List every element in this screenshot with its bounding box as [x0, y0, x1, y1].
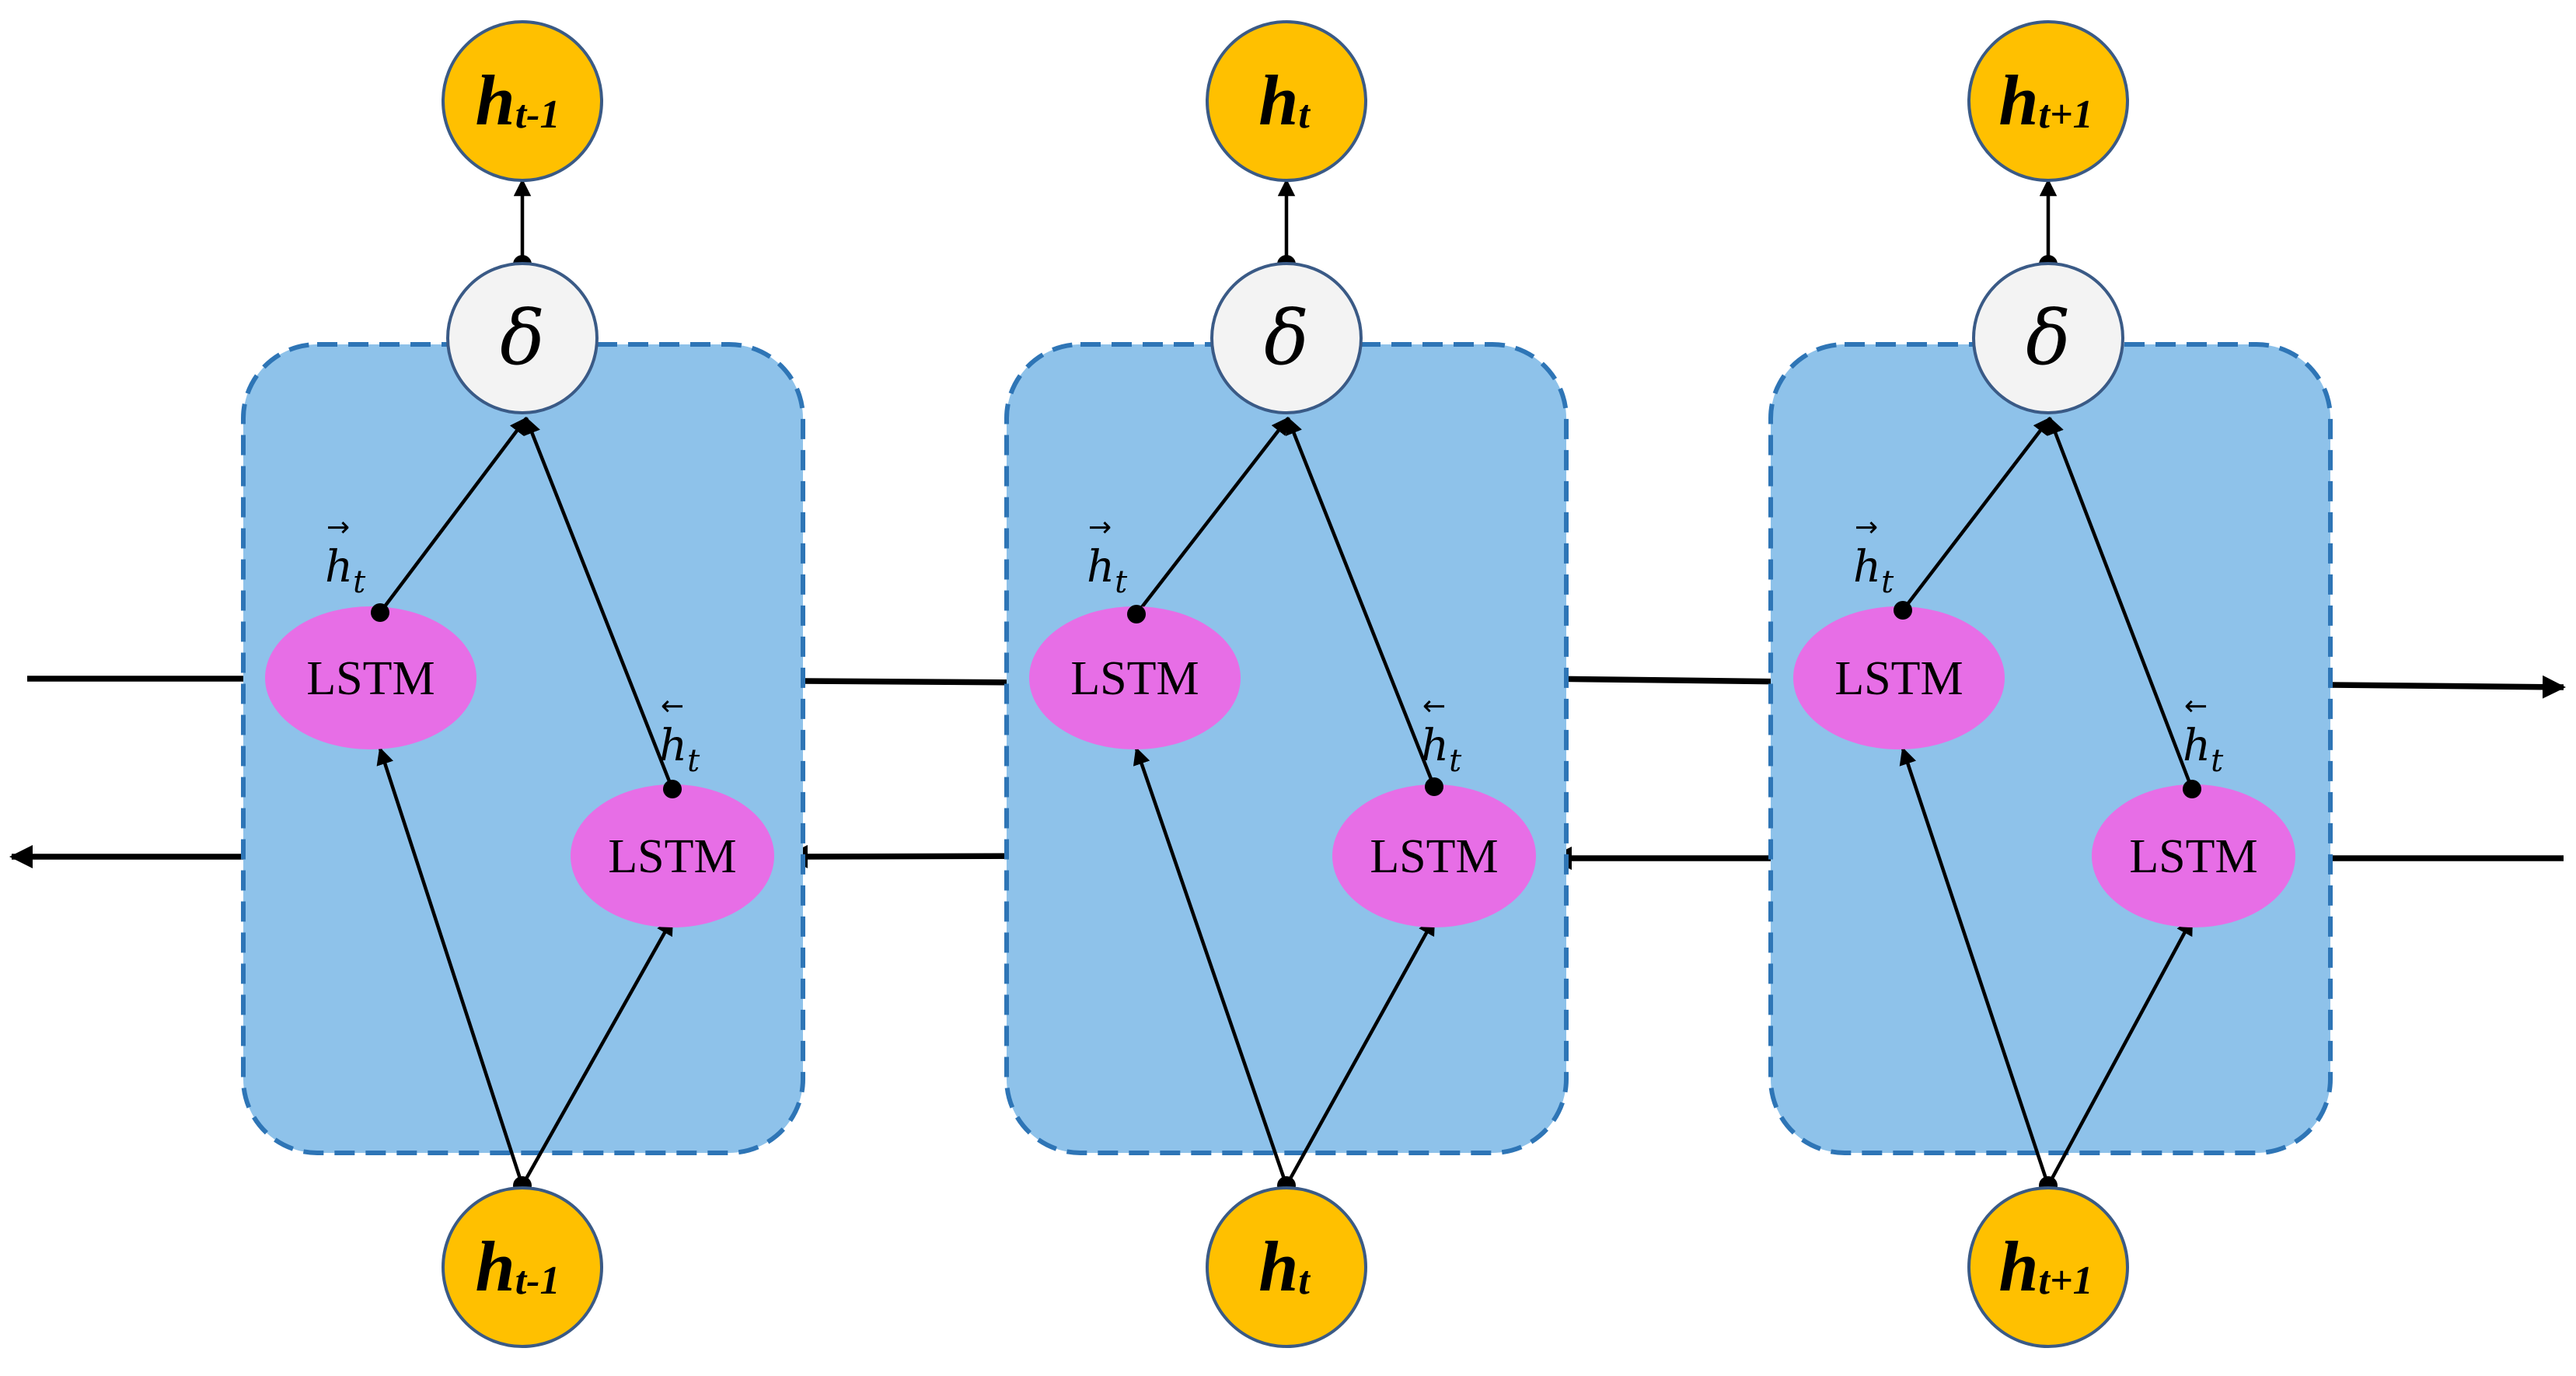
cell-box — [1768, 342, 2333, 1155]
forward-lstm-label: LSTM — [306, 652, 435, 705]
forward-lstm-label: LSTM — [1070, 652, 1199, 705]
bilstm-cell-2: LSTM LSTM → ht ← ht δ ht ht — [1004, 20, 1569, 1348]
output-node — [1967, 20, 2129, 182]
output-node-label: ht+1 — [1998, 61, 2093, 140]
forward-state-dot — [1894, 601, 1912, 620]
output-node-main: h — [1998, 61, 2038, 140]
input-to-forward-lstm-arrow — [376, 746, 525, 1186]
input-node-sub: t — [1298, 1259, 1311, 1303]
backward-state-arrow: ← — [2184, 690, 2208, 722]
output-node-sub: t — [1298, 93, 1311, 137]
activation-label: δ — [1264, 295, 1309, 382]
backward-state-to-activation-arrow — [1286, 416, 1436, 788]
input-node-label: ht+1 — [1998, 1227, 2093, 1306]
input-to-forward-lstm-arrow — [1899, 746, 2051, 1186]
svg-text:ht: ht — [325, 542, 366, 600]
forward-state-sub: t — [353, 564, 366, 600]
activation-node — [446, 262, 599, 414]
input-to-backward-lstm-arrow — [521, 917, 674, 1187]
forward-state-main: h — [1853, 542, 1881, 592]
cell-box — [241, 342, 805, 1155]
forward-state-label: → ht — [1853, 512, 1894, 600]
forward-state-arrow: → — [1088, 512, 1112, 543]
output-node-main: h — [1258, 61, 1298, 140]
svg-text:ht: ht — [1087, 542, 1128, 600]
input-node-main: h — [1998, 1227, 2038, 1306]
forward-state-dot — [371, 603, 389, 622]
output-node-main: h — [476, 61, 515, 140]
output-node-label: ht-1 — [476, 61, 560, 140]
output-node — [1206, 20, 1367, 182]
output-node-label: ht — [1258, 61, 1311, 140]
output-node-sub: t+1 — [2039, 93, 2093, 137]
backward-state-to-activation-arrow — [523, 416, 675, 790]
forward-state-main: h — [325, 542, 353, 592]
input-to-backward-lstm-arrow — [1285, 917, 1436, 1187]
backward-state-sub: t — [687, 743, 700, 779]
input-node-sub: t-1 — [515, 1259, 560, 1303]
backward-state-dot — [663, 780, 682, 798]
input-node — [442, 1186, 603, 1348]
backward-state-dot — [1425, 777, 1443, 796]
svg-text:ht: ht — [1421, 721, 1462, 779]
backward-state-sub: t — [2211, 743, 2224, 779]
input-node — [1206, 1186, 1367, 1348]
backward-lstm-label: LSTM — [1370, 830, 1498, 883]
forward-state-main: h — [1087, 542, 1115, 592]
forward-state-label: → ht — [325, 512, 366, 600]
backward-state-label: ← ht — [1421, 690, 1462, 779]
activation-label: δ — [2026, 295, 2071, 382]
output-node-sub: t-1 — [515, 93, 560, 137]
input-node-label: ht — [1258, 1227, 1311, 1306]
forward-state-arrow: → — [1855, 512, 1878, 543]
svg-text:ht: ht — [1853, 542, 1894, 600]
bilstm-cell-3: LSTM LSTM → ht ← ht δ ht+1 ht+1 — [1768, 20, 2333, 1348]
backward-state-arrow: ← — [1422, 690, 1446, 722]
backward-state-main: h — [2183, 721, 2211, 771]
forward-state-to-activation-arrow — [1901, 417, 2051, 612]
activation-label: δ — [500, 295, 545, 382]
forward-state-dot — [1127, 605, 1146, 623]
bilstm-cell-1: LSTM LSTM → ht ← ht δ ht-1 ht-1 — [241, 20, 805, 1348]
input-node-sub: t+1 — [2039, 1259, 2093, 1303]
backward-state-main: h — [659, 721, 687, 771]
backward-state-label: ← ht — [659, 690, 700, 779]
backward-state-main: h — [1421, 721, 1449, 771]
forward-state-sub: t — [1115, 564, 1128, 600]
backward-state-dot — [2183, 780, 2201, 798]
backward-state-arrow: ← — [661, 690, 684, 722]
input-to-backward-lstm-arrow — [2047, 917, 2194, 1187]
input-to-forward-lstm-arrow — [1133, 746, 1289, 1186]
input-node-label: ht-1 — [476, 1227, 560, 1306]
svg-text:ht: ht — [2183, 721, 2224, 779]
backward-lstm-label: LSTM — [608, 830, 736, 883]
svg-text:ht: ht — [659, 721, 700, 779]
forward-lstm-label: LSTM — [1834, 652, 1963, 705]
activation-node — [1972, 262, 2124, 414]
input-node-main: h — [476, 1227, 515, 1306]
forward-state-to-activation-arrow — [1135, 417, 1290, 616]
backward-state-to-activation-arrow — [2047, 416, 2194, 790]
input-node — [1967, 1186, 2129, 1348]
input-node-main: h — [1258, 1227, 1298, 1306]
forward-lstm — [265, 606, 476, 749]
cell-box — [1004, 342, 1569, 1155]
forward-state-label: → ht — [1087, 512, 1128, 600]
output-node — [442, 20, 603, 182]
backward-state-sub: t — [1449, 743, 1462, 779]
activation-node — [1210, 262, 1363, 414]
forward-state-arrow: → — [326, 512, 350, 543]
forward-state-sub: t — [1881, 564, 1894, 600]
backward-lstm-label: LSTM — [2129, 830, 2257, 883]
forward-state-to-activation-arrow — [379, 417, 528, 614]
backward-state-label: ← ht — [2183, 690, 2224, 779]
